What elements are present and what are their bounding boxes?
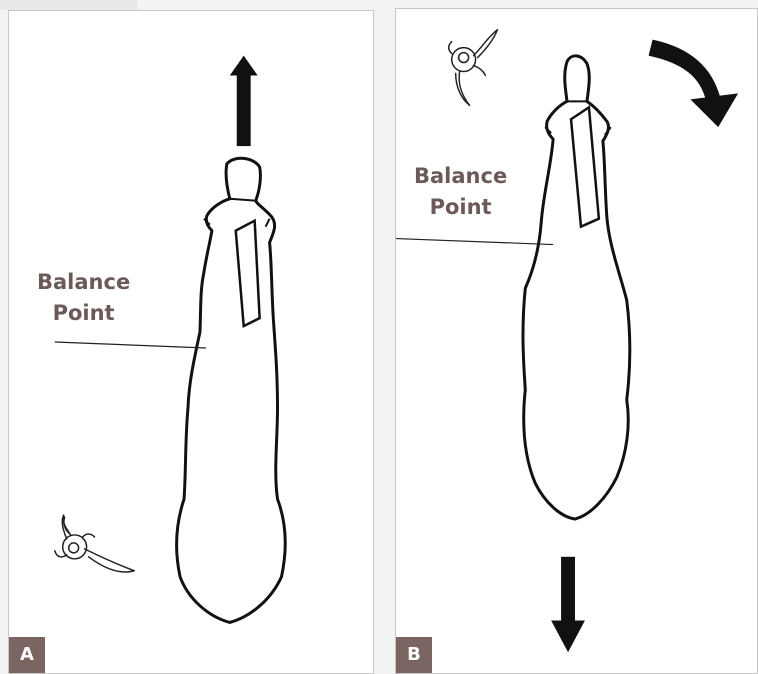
eagle-outline bbox=[177, 158, 286, 622]
head-detail bbox=[545, 101, 611, 135]
wing-strip bbox=[236, 221, 260, 326]
top-tab bbox=[0, 0, 137, 10]
wing-strip bbox=[571, 107, 599, 226]
balance-leader-line bbox=[55, 342, 206, 348]
diagram-a bbox=[9, 11, 373, 673]
head-detail bbox=[204, 199, 270, 227]
balance-leader-line bbox=[396, 239, 553, 245]
label-line-1: Balance bbox=[37, 267, 130, 298]
balance-point-label-a: Balance Point bbox=[37, 267, 130, 329]
panel-b: Balance Point B bbox=[395, 8, 758, 674]
reference-sketch-icon bbox=[55, 515, 135, 572]
up-arrow-icon bbox=[230, 56, 258, 147]
panel-badge-b: B bbox=[396, 637, 432, 673]
balance-point-label-b: Balance Point bbox=[414, 161, 507, 223]
label-line-2: Point bbox=[37, 298, 130, 329]
panel-badge-a: A bbox=[9, 637, 45, 673]
eagle-outline bbox=[523, 56, 630, 519]
diagram-b bbox=[396, 9, 757, 673]
label-line-1: Balance bbox=[414, 161, 507, 192]
reference-sketch-icon bbox=[449, 30, 498, 106]
down-arrow-icon bbox=[551, 557, 585, 652]
curved-clockwise-arrow-icon bbox=[649, 40, 739, 128]
panel-a: Balance Point A bbox=[8, 10, 374, 674]
label-line-2: Point bbox=[414, 192, 507, 223]
